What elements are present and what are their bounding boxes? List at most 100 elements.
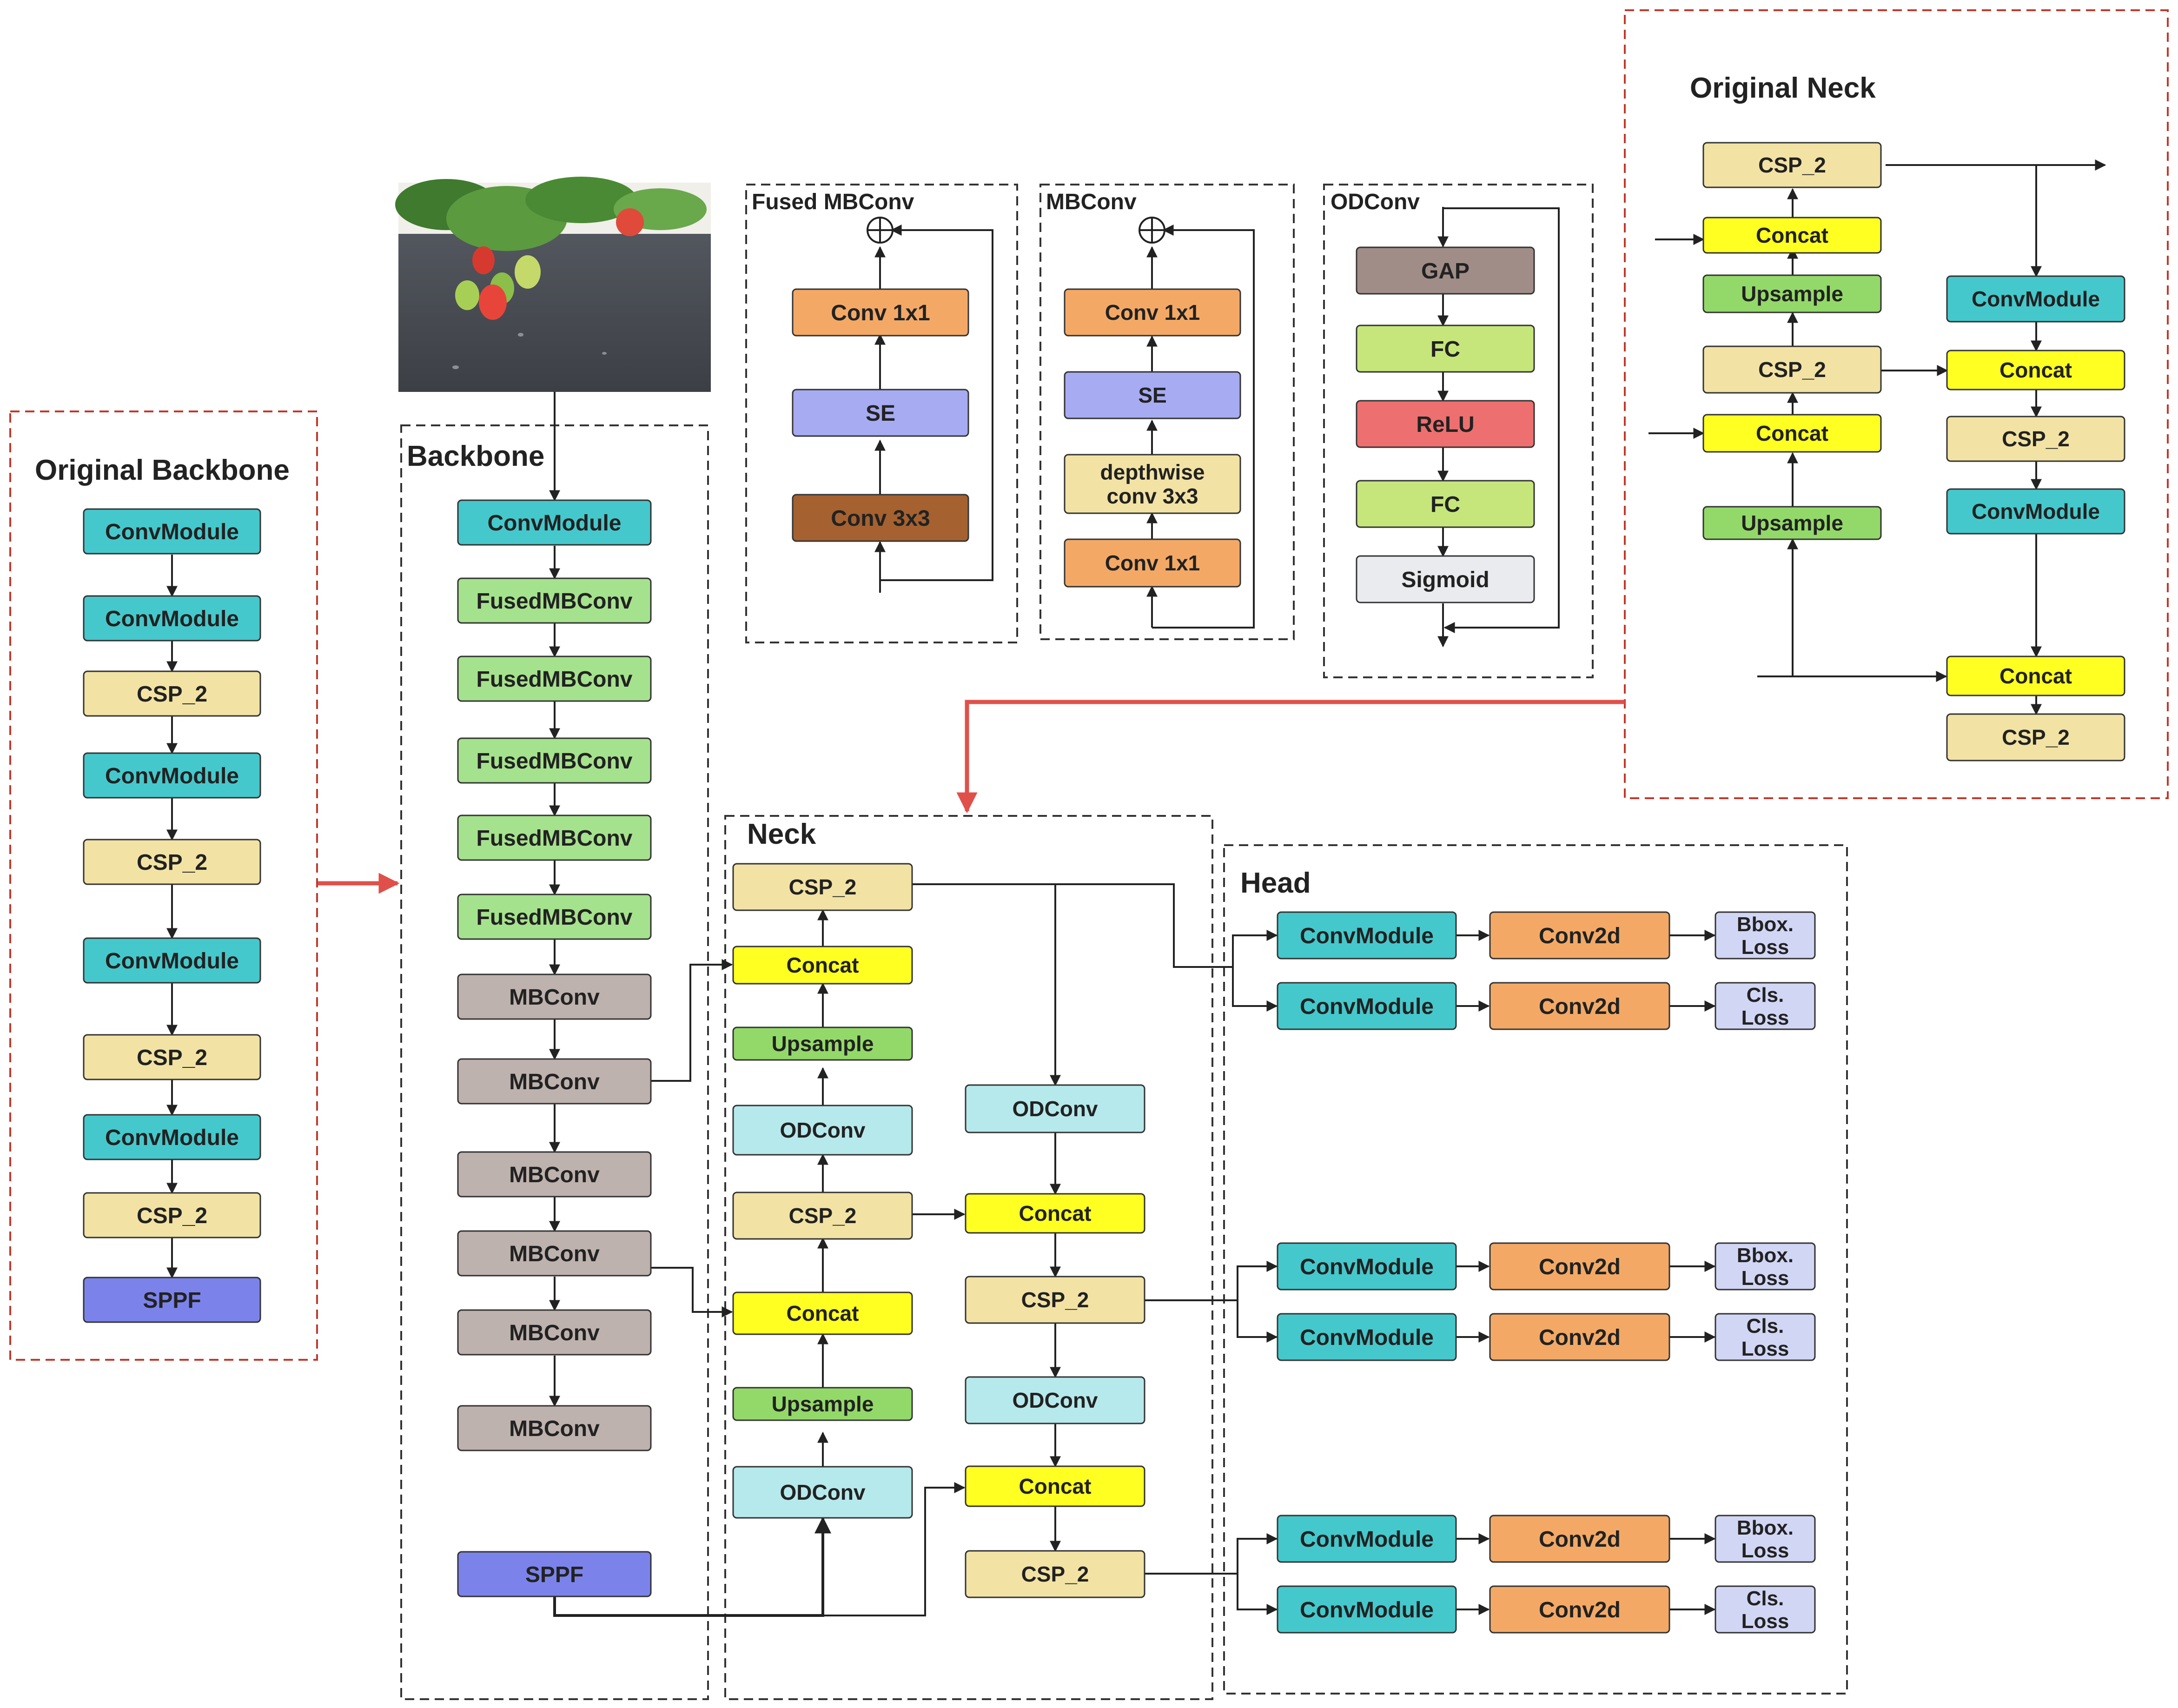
csp-2-label: CSP_2	[1021, 1562, 1089, 1586]
convmodule-block	[83, 937, 261, 984]
sppf-block	[83, 1277, 261, 1323]
csp-2-label: CSP_2	[137, 1204, 207, 1228]
fused-mbconv-frame	[745, 184, 1018, 643]
conv-1x1-block	[792, 288, 969, 337]
input-strawberry-image	[395, 177, 711, 392]
convmodule-block	[83, 508, 261, 555]
convmodule-label: ConvModule	[1300, 1255, 1434, 1279]
bbox-loss-label: Loss	[1741, 1539, 1789, 1562]
convmodule-label: ConvModule	[105, 949, 239, 973]
conv2d-label: Conv2d	[1539, 924, 1621, 948]
mbconv-title: MBConv	[1046, 190, 1137, 214]
convmodule-block	[1277, 1585, 1457, 1634]
upsample-block	[732, 1026, 913, 1061]
conv2d-block	[1489, 1585, 1670, 1634]
upsample-block	[1702, 506, 1882, 540]
concat-label: Concat	[787, 953, 859, 977]
bbox-loss-block	[1715, 911, 1816, 960]
upsample-label: Upsample	[1741, 511, 1843, 535]
convmodule-block	[1946, 275, 2125, 323]
head-title: Head	[1240, 867, 1311, 899]
sigmoid-label: Sigmoid	[1401, 568, 1489, 592]
convmodule-label: ConvModule	[1972, 499, 2100, 523]
csp-2-block	[1946, 713, 2125, 761]
csp-2-block	[732, 863, 913, 911]
concat-label: Concat	[1756, 421, 1828, 445]
sppf-label: SPPF	[143, 1288, 201, 1313]
head-frame	[1223, 844, 1848, 1695]
odconv-block	[732, 1466, 913, 1519]
conv2d-block	[1489, 1242, 1670, 1291]
conv2d-block	[1489, 911, 1670, 960]
fusedmbconv-label: FusedMBConv	[477, 667, 633, 692]
upsample-label: Upsample	[1741, 282, 1843, 306]
convmodule-block	[1277, 1313, 1457, 1361]
se-label: SE	[866, 401, 895, 426]
convmodule-label: ConvModule	[1300, 1527, 1434, 1552]
convmodule-block	[1277, 1242, 1457, 1291]
neck-title: Neck	[747, 818, 816, 850]
fused-mbconv-title: Fused MBConv	[752, 190, 914, 214]
conv-3x3-block	[792, 494, 969, 542]
csp-2-label: CSP_2	[137, 1046, 207, 1070]
mbconv-block	[457, 1058, 652, 1105]
csp-2-label: CSP_2	[2002, 427, 2070, 451]
upsample-block	[1702, 274, 1882, 313]
fc-label: FC	[1430, 337, 1460, 362]
odconv-label: ODConv	[1013, 1388, 1098, 1412]
csp-2-label: CSP_2	[137, 850, 207, 875]
csp-2-label: CSP_2	[1758, 357, 1826, 382]
mbconv-block	[457, 1151, 652, 1198]
depthwise-conv-3x3-label: conv 3x3	[1107, 484, 1198, 508]
conv2d-label: Conv2d	[1539, 1598, 1621, 1622]
csp-2-block	[1702, 345, 1882, 394]
concat-block	[965, 1193, 1145, 1234]
csp-2-block	[965, 1550, 1145, 1598]
concat-label: Concat	[1999, 664, 2072, 688]
original-backbone-frame	[9, 410, 318, 1361]
depthwise-conv-3x3-block	[1064, 454, 1241, 514]
cls-loss-block	[1715, 1585, 1816, 1634]
odconv-label: ODConv	[780, 1118, 866, 1142]
convmodule-block	[1946, 488, 2125, 535]
fusedmbconv-block	[457, 655, 652, 702]
bbox-loss-label: Bbox.	[1737, 1244, 1794, 1267]
sppf-label: SPPF	[525, 1562, 583, 1587]
conv2d-block	[1489, 1313, 1670, 1361]
conv2d-label: Conv2d	[1539, 1527, 1621, 1552]
gap-label: GAP	[1421, 259, 1470, 284]
backbone-title: Backbone	[407, 440, 544, 472]
upsample-label: Upsample	[772, 1392, 874, 1416]
depthwise-conv-3x3-label: depthwise	[1100, 460, 1205, 484]
convmodule-block	[83, 752, 261, 799]
sppf-block	[457, 1551, 652, 1597]
bbox-loss-label: Bbox.	[1737, 913, 1794, 936]
relu-block	[1356, 400, 1535, 448]
convmodule-label: ConvModule	[1300, 924, 1434, 948]
odconv-block	[732, 1105, 913, 1156]
conv-3x3-label: Conv 3x3	[831, 506, 930, 531]
convmodule-label: ConvModule	[1300, 994, 1434, 1019]
csp-2-label: CSP_2	[1021, 1288, 1089, 1312]
concat-block	[1702, 414, 1882, 453]
fusedmbconv-block	[457, 737, 652, 784]
gap-block	[1356, 246, 1535, 295]
original-neck-title: Original Neck	[1690, 72, 1876, 104]
cls-loss-label: Loss	[1741, 1006, 1789, 1029]
conv2d-label: Conv2d	[1539, 1255, 1621, 1279]
se-block	[1064, 371, 1241, 419]
convmodule-block	[83, 595, 261, 642]
bbox-loss-label: Loss	[1741, 936, 1789, 959]
original-neck-frame	[1624, 9, 2169, 799]
cls-loss-label: Loss	[1741, 1337, 1789, 1360]
conv2d-label: Conv2d	[1539, 994, 1621, 1019]
convmodule-block	[1277, 911, 1457, 960]
mbconv-label: MBConv	[509, 1070, 600, 1094]
concat-label: Concat	[1019, 1201, 1092, 1225]
odconv-block	[965, 1376, 1145, 1424]
csp-2-block	[1702, 142, 1882, 188]
connectors	[166, 159, 2106, 1617]
conv-1x1-label: Conv 1x1	[1105, 551, 1200, 575]
mbconv-block	[457, 973, 652, 1020]
